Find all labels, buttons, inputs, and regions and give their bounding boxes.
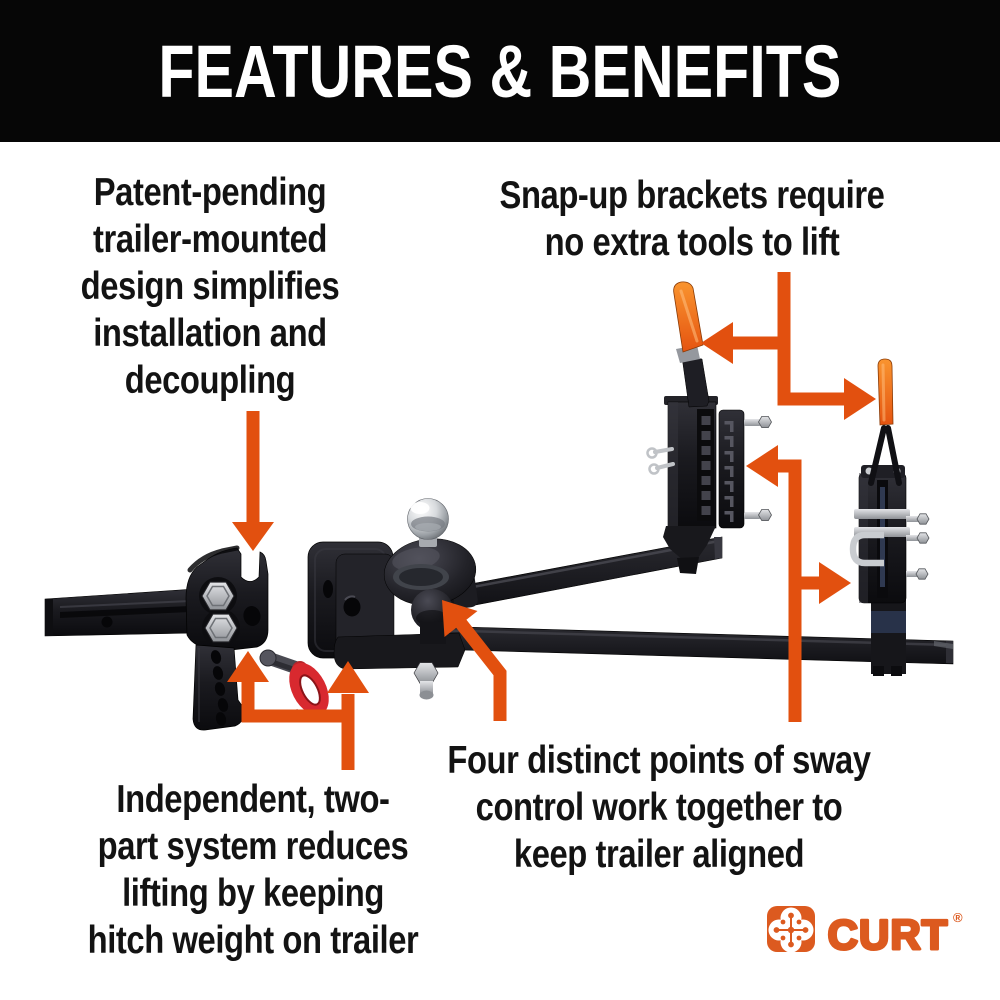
curt-logo-icon: [767, 906, 815, 953]
callout-line: no extra tools to lift: [544, 221, 840, 264]
hitch-head: [307, 498, 478, 700]
sway-control-unit-right: [849, 358, 930, 676]
callout-line: keep trailer aligned: [513, 833, 805, 876]
callout-independent-system: Independent, two- part system reduces li…: [51, 776, 454, 964]
registered-mark: ®: [953, 910, 963, 925]
callout-line: part system reduces: [97, 825, 409, 868]
callout-line: installation and: [93, 312, 327, 355]
arrow-patent-to-notch: [232, 411, 274, 551]
arrow-independent-branches: [227, 651, 369, 770]
header-banner: FEATURES & BENEFITS: [0, 0, 1000, 142]
callout-line: Independent, two-: [116, 778, 390, 821]
callout-snap-up-brackets: Snap-up brackets require no extra tools …: [474, 172, 911, 266]
arrow-snap-up-branches: [701, 272, 876, 420]
callout-line: Patent-pending: [93, 171, 327, 214]
snap-up-bracket-left: [646, 281, 772, 574]
page-title: FEATURES & BENEFITS: [158, 29, 842, 113]
callout-patent-pending: Patent-pending trailer-mounted design si…: [34, 169, 387, 404]
callout-line: control work together to: [475, 786, 843, 829]
u-bolt: [849, 531, 884, 567]
callout-line: decoupling: [124, 359, 296, 402]
curt-wordmark: CURT: [828, 911, 949, 958]
shank-bracket: [44, 545, 269, 731]
curt-logo: CURT ®: [767, 906, 963, 960]
sway-unit-handle: [877, 358, 894, 426]
callout-line: Four distinct points of sway: [447, 739, 871, 782]
callout-line: hitch weight on trailer: [87, 919, 419, 962]
arrow-sway-branches: [442, 445, 851, 722]
callout-line: trailer-mounted: [93, 218, 327, 261]
safety-pin: [259, 649, 329, 717]
callout-line: design simplifies: [80, 265, 340, 308]
callout-sway-control: Four distinct points of sway control wor…: [441, 737, 878, 878]
callout-line: Snap-up brackets require: [499, 174, 885, 217]
callout-line: lifting by keeping: [122, 872, 384, 915]
